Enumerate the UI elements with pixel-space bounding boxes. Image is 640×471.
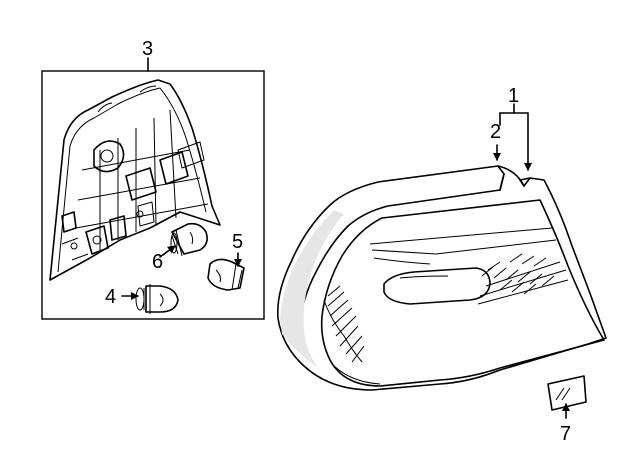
tail-lamp-assembly (276, 165, 607, 391)
callout-2: 2 (490, 121, 501, 143)
part-7-decal (547, 375, 587, 411)
socket-carrier-inset (41, 70, 265, 320)
leader-1 (499, 103, 532, 171)
callout-3: 3 (142, 38, 153, 60)
callout-1: 1 (508, 85, 519, 107)
bulb-6 (170, 222, 208, 257)
inset-frame (41, 70, 265, 320)
callout-7: 7 (560, 423, 571, 445)
callout-5: 5 (232, 231, 243, 253)
bulb-5 (207, 258, 245, 291)
bulb-socket-carrier (49, 79, 221, 281)
callout-6: 6 (152, 251, 163, 273)
callout-4: 4 (105, 286, 116, 308)
leader-6 (159, 245, 176, 258)
